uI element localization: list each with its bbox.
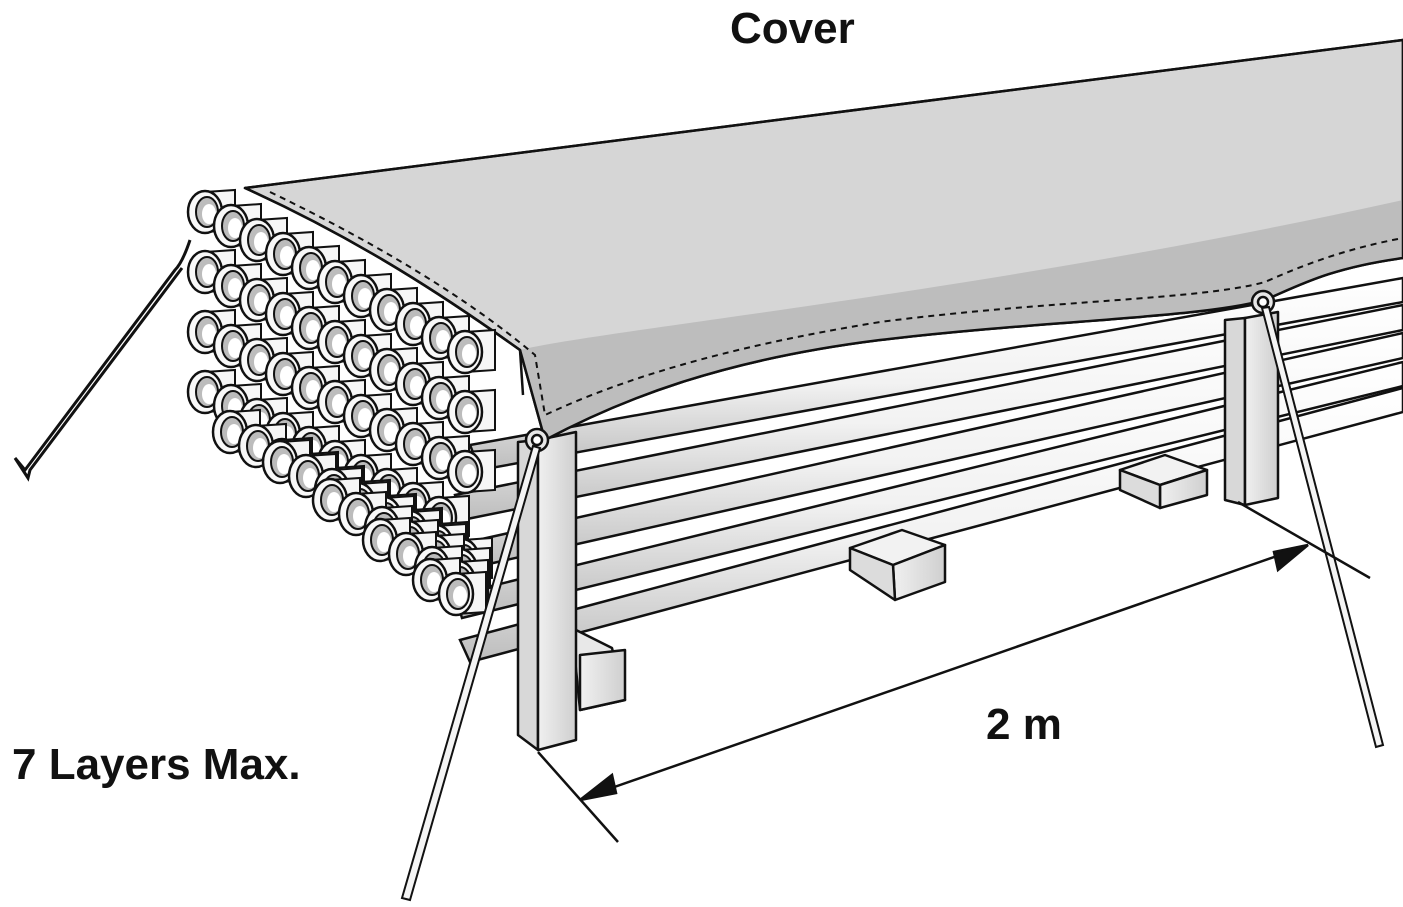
- pipe-end: [420, 434, 470, 481]
- cover-label: Cover: [730, 4, 855, 53]
- spacing-dimension-label: 2 m: [986, 700, 1062, 749]
- pipe-end: [446, 448, 496, 495]
- pipe-ends: [186, 188, 496, 617]
- wood-sleepers: [570, 453, 1209, 712]
- rope-front: [400, 444, 542, 902]
- pipe-end: [446, 388, 496, 435]
- pipe-end: [316, 318, 366, 365]
- sleeper-back: [1118, 453, 1209, 510]
- cover-tarp: [243, 38, 1403, 442]
- pipe-end: [394, 360, 444, 407]
- layers-limit-label: 7 Layers Max.: [12, 740, 301, 789]
- pipe-end: [446, 328, 496, 375]
- rope-back: [1260, 305, 1385, 749]
- dimension-2m: [537, 500, 1371, 843]
- rope-side: [13, 239, 192, 482]
- sleeper-middle: [848, 528, 947, 602]
- pipe-end: [437, 570, 487, 617]
- post-front: [516, 430, 578, 752]
- sleeper-front: [570, 626, 627, 712]
- tie-ropes: [13, 239, 1385, 902]
